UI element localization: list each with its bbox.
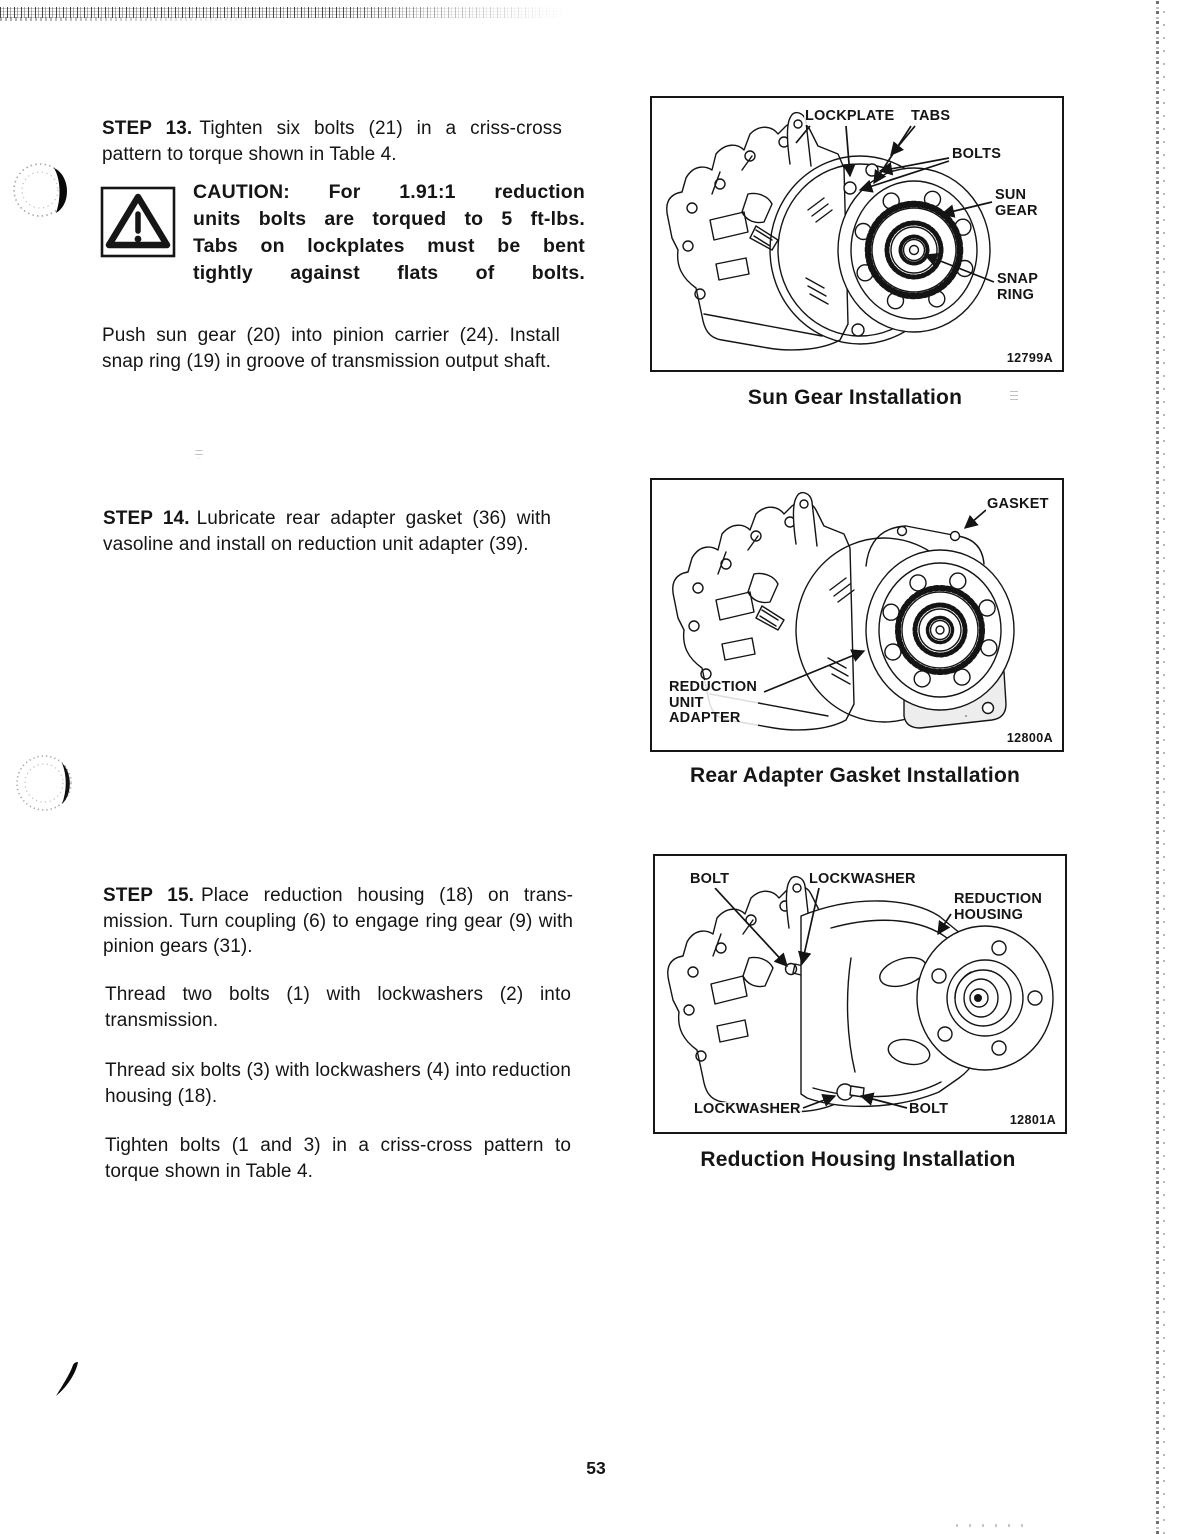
step14-text: Lubricate rear adapter gasket (36) with … — [103, 508, 551, 555]
scan-noise-right-dots — [1163, 0, 1165, 1534]
figure-number: 12801A — [1009, 1113, 1056, 1127]
hole-punch-artifact — [13, 163, 68, 217]
scan-speck — [194, 447, 204, 459]
caution-line: CAUTION: For 1.91:1 reduction — [193, 181, 585, 203]
rear-adapter-gasket-drawing — [672, 491, 1015, 731]
label-lockwasher-top: LOCKWASHER — [808, 871, 917, 888]
label-gasket: GASKET — [986, 496, 1050, 513]
caution-block: CAUTION: For 1.91:1 reduction units bolt… — [193, 179, 585, 287]
step15-label: STEP 15. — [103, 885, 195, 906]
sun-gear-drawing — [666, 111, 995, 351]
hole-punch-artifact — [16, 755, 72, 811]
label-snap-ring: SNAP RING — [996, 271, 1040, 303]
figure-number: 12800A — [1006, 731, 1053, 745]
step13-text: Tighten six bolts (21) in a criss-cross … — [102, 118, 562, 165]
label-sun-gear: SUN GEAR — [994, 187, 1039, 219]
caution-line: Tabs on lockplates must be bent — [193, 235, 585, 257]
label-reduction-unit-adapter: REDUCTION UNIT ADAPTER — [668, 679, 758, 727]
step15-text: Place reduction housing (18) on trans­mi… — [103, 885, 573, 957]
thread-two-bolts-paragraph: Thread two bolts (1) with lockwashers (2… — [105, 984, 571, 1031]
label-bolt-top: BOLT — [689, 871, 731, 888]
label-lockwasher-bottom: LOCKWASHER — [693, 1101, 802, 1118]
caution-line: units bolts are torqued to 5 ft-lbs. — [193, 208, 585, 230]
step13-label: STEP 13. — [102, 118, 193, 139]
figure-rear-adapter-gasket-installation: GASKET REDUCTION UNIT ADAPTER 12800A — [650, 478, 1064, 752]
scan-noise-right-edge — [1156, 0, 1159, 1534]
scan-noise-bottom-dots — [956, 1524, 1024, 1527]
figure-sun-gear-installation: LOCKPLATE TABS BOLTS SUN GEAR SNAP RING … — [650, 96, 1064, 372]
scan-speck — [1010, 390, 1018, 400]
step14-paragraph: STEP 14.Lubricate rear adapter gasket (3… — [103, 506, 551, 557]
caution-line: tightly against flats of bolts. — [193, 262, 585, 284]
reduction-housing-drawing — [667, 875, 1054, 1113]
page-number: 53 — [586, 1458, 606, 1478]
tighten-bolts-paragraph: Tighten bolts (1 and 3) in a criss-cross… — [105, 1135, 571, 1182]
label-tabs: TABS — [910, 108, 952, 125]
thread-six-bolts-paragraph: Thread six bolts (3) with lockwashers (4… — [105, 1060, 571, 1107]
scan-noise-top-band-2 — [0, 17, 290, 21]
label-reduction-housing: REDUCTION HOUSING — [953, 891, 1043, 923]
figure-caption-rear-adapter-gasket: Rear Adapter Gasket Installation — [689, 764, 1021, 787]
step14-label: STEP 14. — [103, 508, 190, 529]
scan-noise-top-band — [0, 7, 568, 18]
figure-caption-sun-gear: Sun Gear Installation — [747, 386, 963, 409]
label-lockplate: LOCKPLATE — [804, 108, 896, 125]
step15-paragraph: STEP 15.Place reduction housing (18) on … — [103, 883, 573, 960]
label-bolts: BOLTS — [951, 146, 1003, 163]
label-bolt-bottom: BOLT — [908, 1101, 950, 1118]
figure-number: 12799A — [1006, 351, 1053, 365]
step13-paragraph: STEP 13.Tighten six bolts (21) in a cris… — [102, 116, 562, 167]
push-sun-gear-paragraph: Push sun gear (20) into pinion carrier (… — [102, 325, 560, 372]
ink-mark-artifact — [56, 1362, 78, 1396]
figure-caption-reduction-housing: Reduction Housing Installation — [700, 1148, 1016, 1171]
figure-reduction-housing-installation: BOLT LOCKWASHER REDUCTION HOUSING LOCKWA… — [653, 854, 1067, 1134]
warning-triangle-icon — [100, 186, 176, 258]
